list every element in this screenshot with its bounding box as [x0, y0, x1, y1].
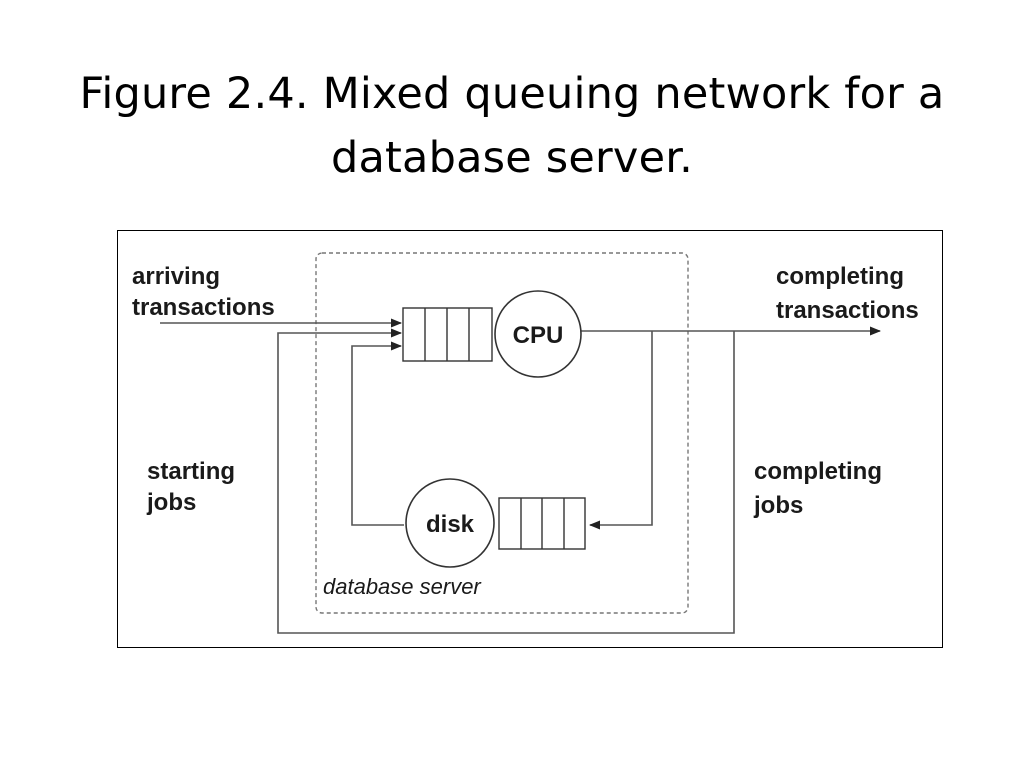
job-loop-arrow: [277, 328, 735, 634]
completing-transactions-label-line-2: transactions: [776, 297, 919, 324]
completing-jobs-label-line-1: completing: [754, 458, 882, 485]
arriving-transactions-label-line-2: transactions: [132, 294, 275, 321]
cpu-queue: [402, 307, 493, 362]
queuing-network-diagram: CPU disk arriving transactions completin…: [117, 230, 943, 648]
disk-server: [405, 478, 495, 568]
starting-jobs-label-line-1: starting: [147, 458, 235, 485]
diagram-canvas: CPU disk arriving transactions completin…: [132, 252, 919, 634]
disk-to-cpu-arrow: [351, 341, 404, 526]
arriving-transactions-label-line-1: arriving: [132, 263, 220, 290]
figure-caption: Figure 2.4. Mixed queuing network for a …: [62, 62, 962, 190]
figure-caption-line-2: database server.: [330, 133, 694, 183]
cpu-to-disk-arrow: [588, 331, 653, 530]
figure-caption-line-1: Figure 2.4. Mixed queuing network for a: [79, 69, 945, 119]
completing-transactions-label-line-1: completing: [776, 263, 904, 290]
starting-jobs-label-line-2: jobs: [146, 489, 196, 516]
database-server-label: database server: [323, 574, 482, 599]
cpu-server: [494, 290, 582, 378]
disk-queue: [498, 497, 586, 550]
database-server-boundary: [315, 252, 689, 614]
cpu-label: CPU: [513, 322, 564, 349]
completing-jobs-label-line-2: jobs: [753, 492, 803, 519]
disk-label: disk: [426, 511, 475, 538]
